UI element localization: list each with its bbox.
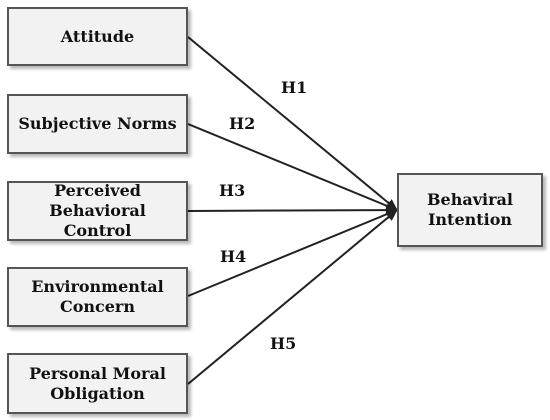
node-environmental-concern: Environmental Concern bbox=[7, 267, 188, 327]
label-h4: H4 bbox=[220, 247, 247, 266]
edge-h1 bbox=[187, 36, 398, 211]
label-h2: H2 bbox=[229, 114, 256, 133]
label-h1: H1 bbox=[281, 78, 308, 97]
edge-h5 bbox=[187, 209, 398, 385]
node-subjective-norms: Subjective Norms bbox=[7, 94, 188, 154]
edge-h4 bbox=[187, 209, 398, 297]
node-perceived-behavioral-control: Perceived Behavioral Control bbox=[7, 181, 188, 241]
node-behaviral-intention: Behaviral Intention bbox=[397, 173, 543, 247]
node-attitude: Attitude bbox=[7, 7, 188, 66]
label-h3: H3 bbox=[219, 181, 246, 200]
edge-h2 bbox=[187, 123, 398, 211]
label-h5: H5 bbox=[270, 334, 297, 353]
node-personal-moral-obligation: Personal Moral Obligation bbox=[7, 353, 188, 414]
edge-h3 bbox=[187, 205, 398, 216]
